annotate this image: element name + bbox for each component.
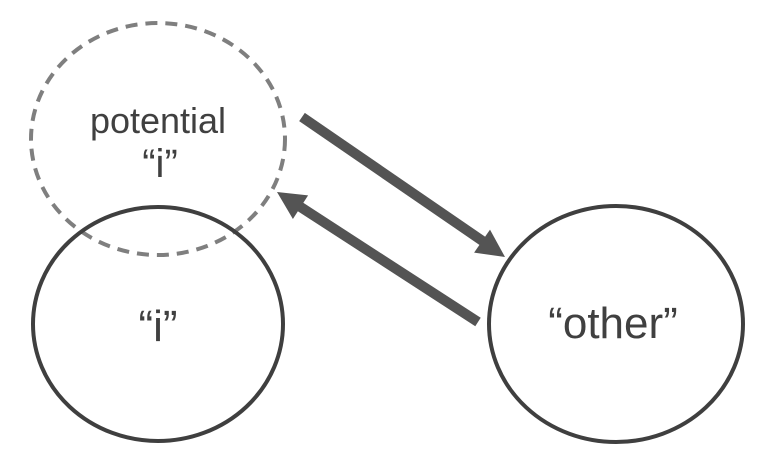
- arrow-to-potential-i-head-icon: [277, 192, 309, 219]
- arrow-to-potential-i-shaft: [296, 201, 481, 327]
- arrow-to-potential-i: [277, 192, 481, 327]
- potential-i-circle: [29, 21, 287, 257]
- arrow-to-other-head-icon: [474, 229, 505, 257]
- potential-i-label-line2: “i”: [142, 142, 178, 186]
- arrow-to-other-shaft: [299, 112, 487, 247]
- other-label: “other”: [548, 299, 678, 348]
- other-circle: [487, 204, 745, 444]
- i-circle: [31, 205, 285, 443]
- arrow-to-other: [299, 112, 505, 257]
- i-label: “i”: [138, 302, 177, 351]
- potential-i-label-line1: potential: [90, 100, 226, 141]
